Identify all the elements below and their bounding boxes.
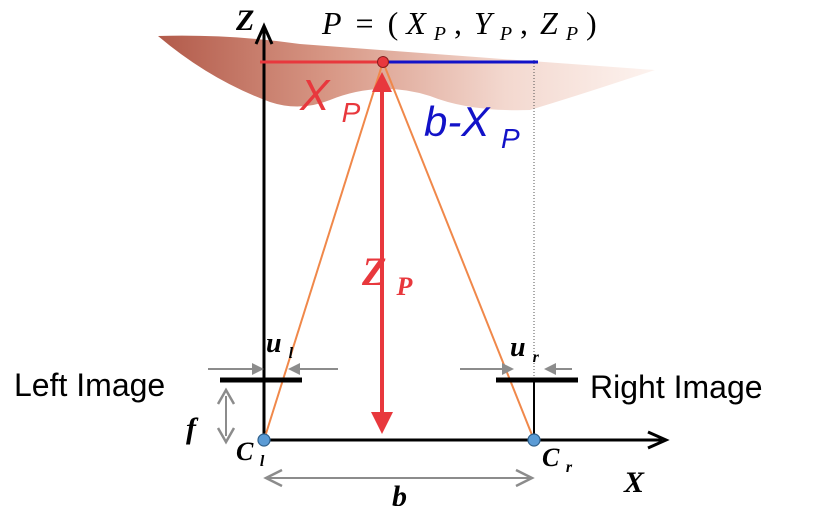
point-p-x-sub: P	[433, 23, 446, 45]
ur-label: u r	[510, 332, 540, 366]
point-p-z-sub: P	[565, 23, 578, 45]
surface-shape	[158, 35, 655, 111]
xp-label-main: X	[299, 71, 331, 120]
z-axis-label: Z	[235, 4, 254, 37]
point-p-comma-2: ,	[520, 5, 528, 41]
xp-label-sub: P	[342, 97, 361, 128]
zp-arrowhead-top	[372, 72, 392, 92]
ur-label-main: u	[510, 332, 526, 363]
point-p-marker	[377, 56, 389, 68]
ul-label-sub: l	[289, 345, 294, 362]
point-p-equals: =	[356, 5, 374, 41]
baseline-arrowhead-left	[263, 468, 283, 488]
right-camera-label-main: C	[542, 443, 560, 472]
bxp-label-main: b-X	[424, 98, 491, 145]
point-p-coordinates: P = ( X P , Y P , Z P )	[321, 5, 597, 47]
point-p-y: Y	[474, 5, 495, 41]
ur-arrow-right-head	[544, 363, 556, 375]
point-p-close-paren: )	[586, 5, 597, 41]
focal-arrowhead-bottom	[216, 427, 236, 445]
zp-label: Z P	[361, 249, 413, 301]
focal-arrowhead-top	[216, 387, 236, 405]
point-p-name: P	[321, 5, 342, 41]
ul-label-main: u	[266, 328, 282, 359]
right-camera-center	[527, 433, 541, 447]
right-camera-label-sub: r	[566, 459, 573, 476]
right-ray	[382, 61, 535, 441]
left-camera-label-sub: l	[260, 453, 265, 470]
bxp-label: b-X P	[424, 98, 520, 154]
x-axis-arrowhead	[647, 430, 670, 450]
zp-label-main: Z	[361, 249, 386, 294]
baseline-label: b	[392, 480, 407, 506]
x-axis-label: X	[623, 466, 645, 499]
left-camera-label: C l	[236, 437, 265, 470]
ul-arrow-right-head	[288, 363, 300, 375]
left-ray	[263, 61, 384, 441]
left-camera-center	[257, 433, 271, 447]
point-p-y-sub: P	[499, 23, 512, 45]
right-image-label: Right Image	[590, 369, 763, 405]
point-p-x: X	[404, 5, 427, 41]
point-p-open-paren: (	[388, 5, 399, 41]
baseline-arrowhead-right	[515, 468, 535, 488]
xp-label: X P	[299, 71, 361, 128]
ur-arrow-left-head	[502, 363, 514, 375]
point-p-comma-1: ,	[454, 5, 462, 41]
zp-arrowhead-bottom	[371, 412, 393, 434]
zp-label-sub: P	[395, 272, 413, 301]
bxp-label-sub: P	[501, 123, 520, 154]
ur-label-sub: r	[533, 349, 540, 366]
ul-label: u l	[266, 328, 294, 362]
ul-arrow-left-head	[252, 363, 264, 375]
z-axis-arrowhead	[254, 22, 274, 45]
focal-label: f	[186, 412, 199, 445]
left-camera-label-main: C	[236, 437, 254, 466]
left-image-label: Left Image	[14, 367, 165, 403]
point-p-z: Z	[540, 5, 559, 41]
right-camera-label: C r	[542, 443, 573, 476]
